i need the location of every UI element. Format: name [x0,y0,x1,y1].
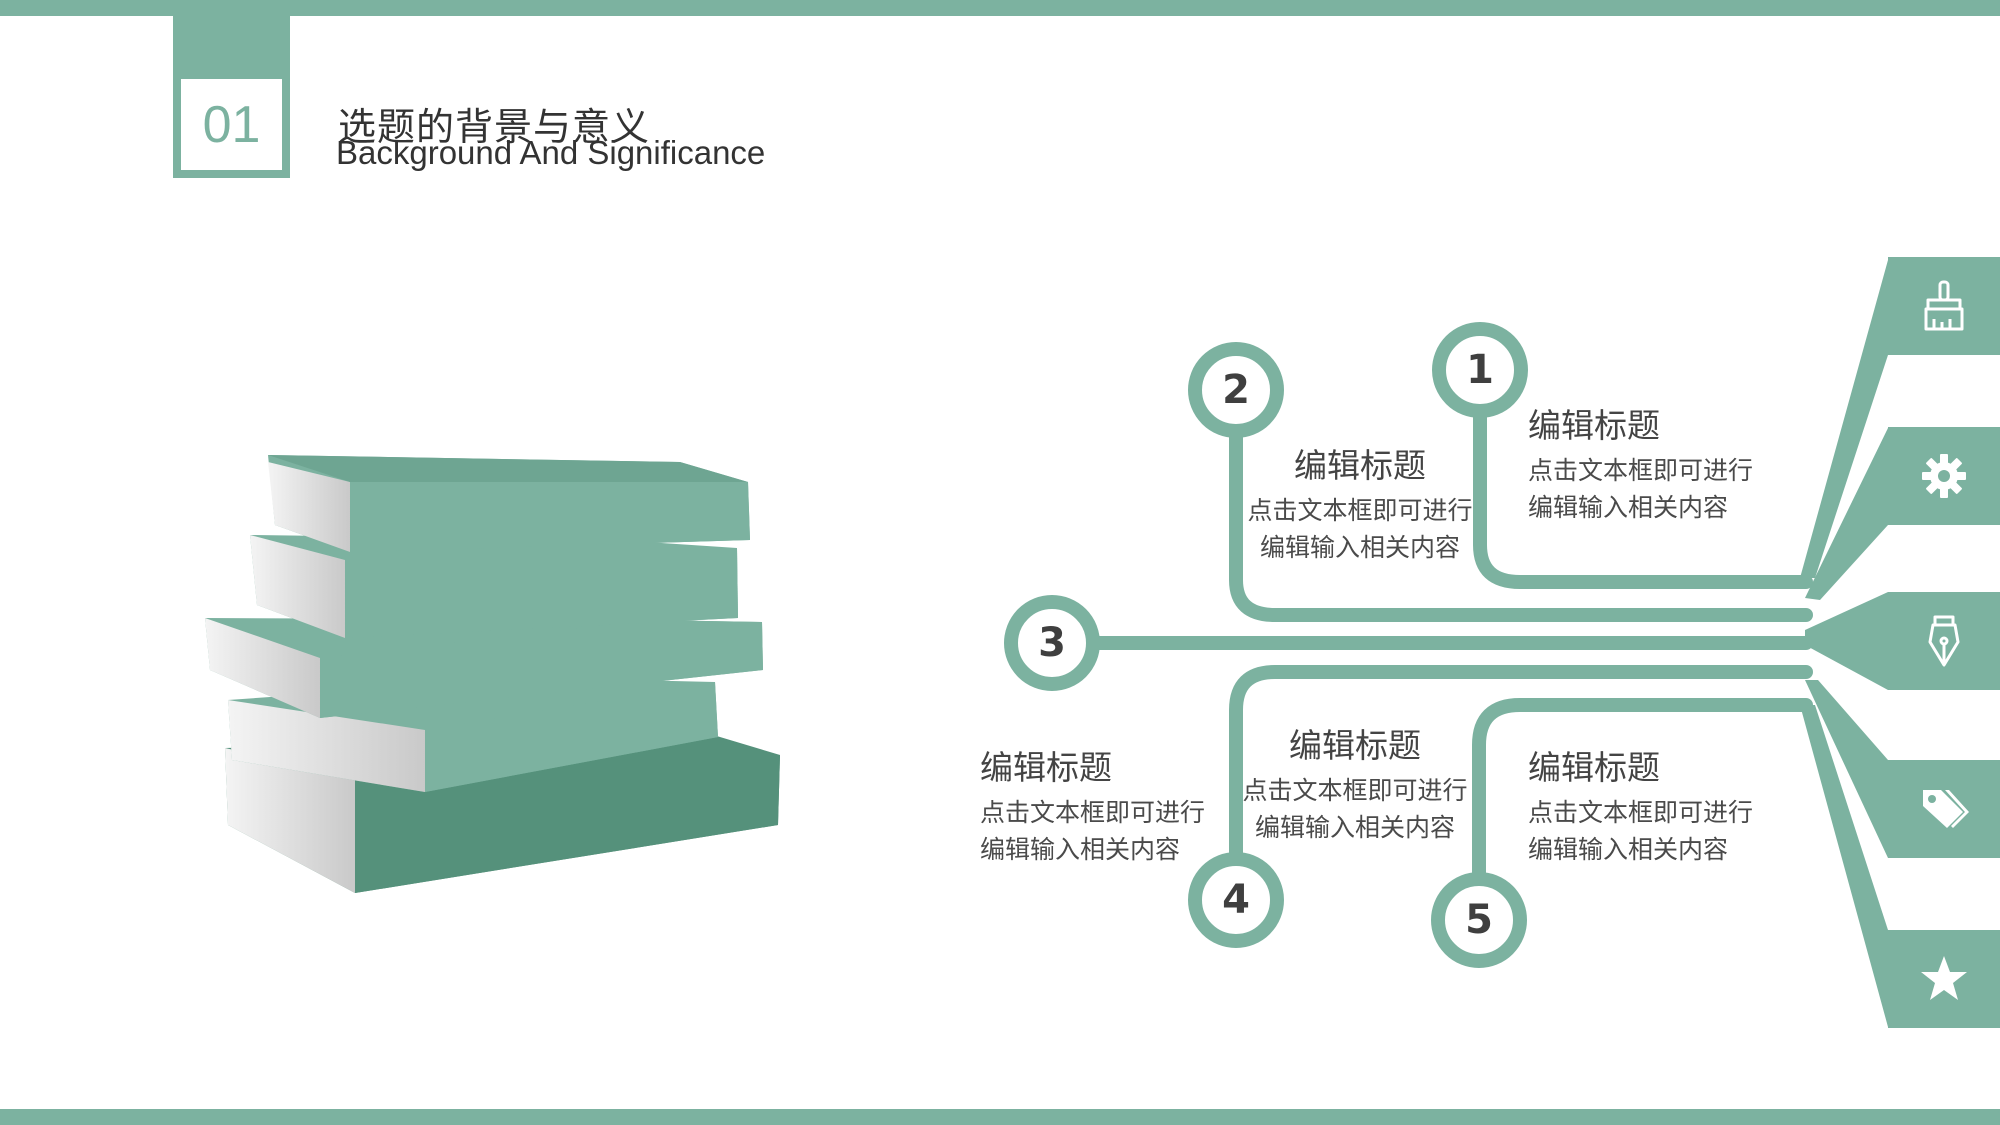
star-icon [1921,956,1967,1000]
node-5-number: 5 [1465,897,1493,943]
top-accent-bar [0,0,2000,16]
node-4-title: 编辑标题 [1289,726,1421,765]
node-2-number: 2 [1222,367,1250,413]
node-3-text[interactable]: 编辑标题 点击文本框即可进行 编辑输入相关内容 [980,748,1205,868]
connector-lines [1045,365,1813,887]
tags-icon [1923,790,1969,828]
node-4-line2: 编辑输入相关内容 [1254,813,1455,842]
node-1-line2: 编辑输入相关内容 [1528,493,1729,522]
section-number-badge: 01 [173,16,290,178]
bottom-accent-bar [0,1109,2000,1125]
tab-brush[interactable] [1888,257,2000,355]
node-5-line2: 编辑输入相关内容 [1528,835,1729,864]
tab-settings[interactable] [1888,427,2000,525]
node-5-line1: 点击文本框即可进行 [1528,798,1754,827]
node-1-number: 1 [1466,347,1494,393]
node-4-line1: 点击文本框即可进行 [1242,776,1468,805]
brush-icon [1924,280,1964,331]
section-number: 01 [181,79,282,170]
tab-star[interactable] [1888,930,2000,1028]
node-3-number: 3 [1038,620,1066,666]
node-2-text[interactable]: 编辑标题 点击文本框即可进行 编辑输入相关内容 [1245,446,1475,566]
gear-icon [1922,454,1966,498]
node-2-title: 编辑标题 [1294,446,1426,485]
page-subtitle: Background And Significance [336,134,766,171]
node-3-line1: 点击文本框即可进行 [980,798,1206,827]
node-2-line1: 点击文本框即可进行 [1247,496,1473,525]
tab-tags[interactable] [1888,760,2000,858]
node-2-line2: 编辑输入相关内容 [1259,533,1460,562]
node-1-text[interactable]: 编辑标题 点击文本框即可进行 编辑输入相关内容 [1528,406,1753,526]
books-stack-illustration [205,455,780,893]
page-title: 选题的背景与意义 [338,105,651,149]
node-4-number: 4 [1222,877,1250,923]
node-3-title: 编辑标题 [980,748,1112,787]
node-5-title: 编辑标题 [1528,748,1660,787]
pen-nib-icon [1928,615,1960,667]
node-1-title: 编辑标题 [1528,406,1660,445]
node-rings [1004,322,1528,968]
node-4-text[interactable]: 编辑标题 点击文本框即可进行 编辑输入相关内容 [1240,726,1470,846]
node-3-line2: 编辑输入相关内容 [980,835,1181,864]
node-1-line1: 点击文本框即可进行 [1528,456,1754,485]
node-5-text[interactable]: 编辑标题 点击文本框即可进行 编辑输入相关内容 [1528,748,1753,868]
tab-pen[interactable] [1888,592,2000,690]
fan-connectors [1800,260,1888,1027]
